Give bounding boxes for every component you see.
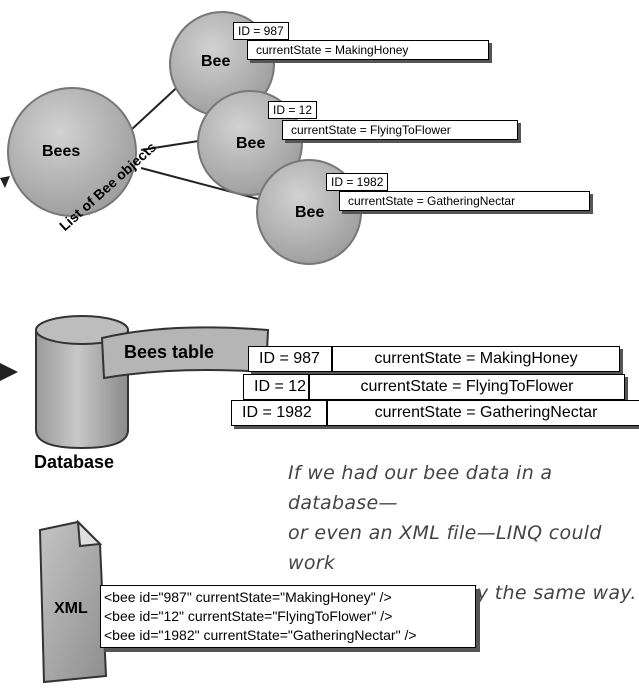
bees-list-circle xyxy=(7,87,137,217)
bees-list-label: Bees xyxy=(42,143,81,160)
bee-state-2: currentState = FlyingToFlower xyxy=(282,120,518,140)
annotation-line: If we had our bee data in a database— xyxy=(288,462,553,514)
table-row: ID = 987 currentState = MakingHoney xyxy=(248,346,620,372)
table-cell-state: currentState = MakingHoney xyxy=(332,346,620,372)
table-row: ID = 12 currentState = FlyingToFlower xyxy=(243,374,625,400)
annotation-line: or even an XML file—LINQ could work xyxy=(288,522,602,574)
table-cell-state: currentState = FlyingToFlower xyxy=(309,374,625,400)
bee-label-2: Bee xyxy=(236,135,266,152)
bees-table-banner xyxy=(100,326,270,380)
bee-id-3: ID = 1982 xyxy=(326,173,389,191)
bee-id-1: ID = 987 xyxy=(233,22,289,40)
table-cell-id: ID = 987 xyxy=(248,346,332,372)
bee-state-1: currentState = MakingHoney xyxy=(247,40,489,60)
link-line-2 xyxy=(140,139,206,151)
bee-id-2: ID = 12 xyxy=(268,101,318,119)
bee-state-3: currentState = GatheringNectar xyxy=(339,191,590,211)
table-cell-id: ID = 12 xyxy=(243,374,309,400)
bee-label-3: Bee xyxy=(295,204,325,221)
bee-label-1: Bee xyxy=(201,53,231,70)
xml-line: <bee id="1982" currentState="GatheringNe… xyxy=(104,627,417,643)
arrow-mark-top xyxy=(0,176,10,188)
bees-table-label: Bees table xyxy=(124,342,215,362)
table-cell-state: currentState = GatheringNectar xyxy=(327,400,639,426)
xml-label: XML xyxy=(54,600,88,617)
database-label: Database xyxy=(34,452,115,472)
xml-line: <bee id="12" currentState="FlyingToFlowe… xyxy=(104,608,393,624)
table-cell-id: ID = 1982 xyxy=(231,400,327,426)
arrow-mark-database xyxy=(0,363,18,381)
xml-code-box: <bee id="987" currentState="MakingHoney"… xyxy=(100,585,476,648)
xml-line: <bee id="987" currentState="MakingHoney"… xyxy=(104,589,392,605)
table-row: ID = 1982 currentState = GatheringNectar xyxy=(231,400,639,426)
